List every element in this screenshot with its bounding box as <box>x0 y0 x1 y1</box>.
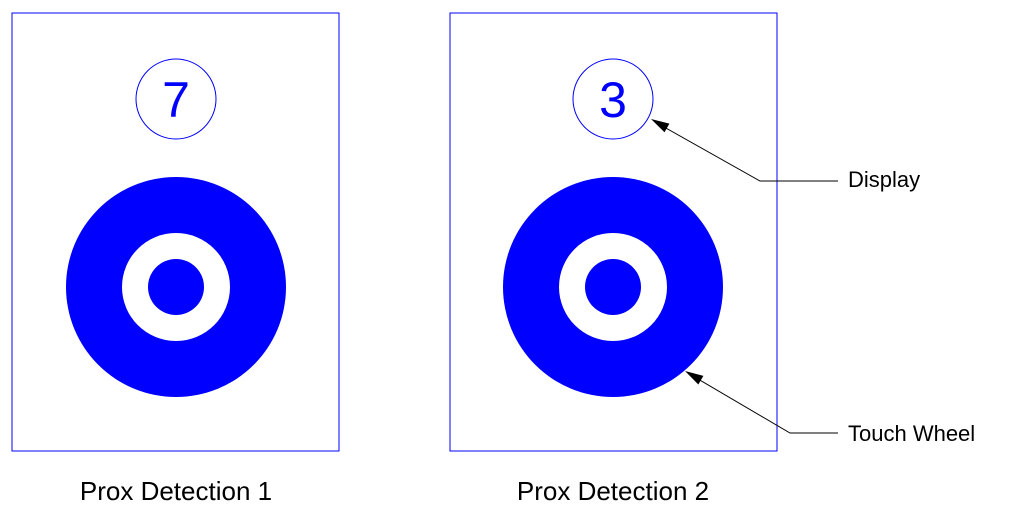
display-arrowhead <box>651 119 670 133</box>
panel-prox-detection-2: 3 Prox Detection 2 <box>449 12 778 506</box>
display-value: 7 <box>162 72 190 128</box>
display-circle <box>572 58 654 140</box>
display-leader-line <box>663 126 838 182</box>
callout-touch-wheel: Touch Wheel <box>685 371 975 446</box>
touch-wheel <box>66 177 286 397</box>
touch-wheel-callout-label: Touch Wheel <box>848 421 975 446</box>
callout-display: Display <box>651 119 920 192</box>
panel-frame <box>449 12 778 452</box>
panel-caption: Prox Detection 1 <box>80 476 272 506</box>
touch-wheel-leader-line <box>697 378 838 434</box>
touch-wheel-center-button <box>585 259 641 315</box>
panel-frame <box>11 12 340 452</box>
panel-caption: Prox Detection 2 <box>517 476 709 506</box>
touch-wheel-center-button <box>148 259 204 315</box>
display-circle <box>135 58 217 140</box>
touch-wheel-arrowhead <box>685 371 704 385</box>
display-callout-label: Display <box>848 167 920 192</box>
touch-wheel <box>503 177 723 397</box>
panel-prox-detection-1: 7 Prox Detection 1 <box>11 12 340 506</box>
display-value: 3 <box>599 72 627 128</box>
